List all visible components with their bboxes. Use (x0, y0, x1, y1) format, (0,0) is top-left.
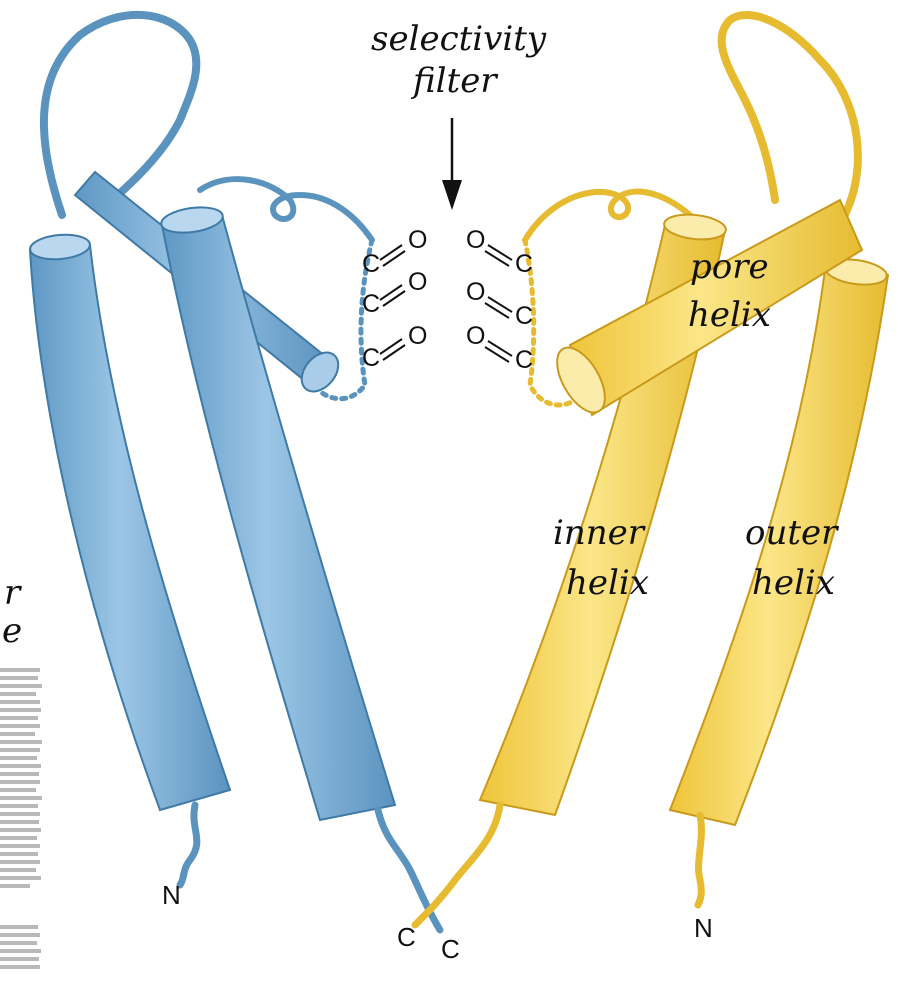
blue-subunit (29, 15, 440, 930)
oxygen-left-3: O (408, 322, 427, 350)
double-bond-left-2 (380, 285, 402, 300)
carbon-right-1: C (515, 250, 533, 278)
label-pore-helix: helix (688, 298, 771, 332)
blue-n-tail (180, 805, 197, 885)
terminus-n-blue: N (162, 880, 181, 911)
cropped-label-r: r (4, 576, 20, 610)
terminus-n-yellow: N (694, 913, 713, 944)
carbon-left-2: C (362, 290, 380, 318)
yellow-top-loop (722, 15, 858, 220)
label-inner: inner (553, 516, 644, 550)
cropped-text-block (0, 668, 42, 969)
oxygen-left-2: O (408, 268, 427, 296)
carbon-left-3: C (362, 344, 380, 372)
double-bond-right-3 (488, 341, 512, 356)
label-selectivity: selectivity (371, 22, 546, 56)
carbon-right-3: C (515, 346, 533, 374)
double-bond-right-1 (488, 245, 512, 260)
terminus-c-blue: C (441, 934, 460, 965)
carbon-left-1: C (362, 250, 380, 278)
oxygen-right-2: O (466, 278, 485, 306)
oxygen-left-1: O (408, 226, 427, 254)
yellow-n-tail (698, 815, 701, 905)
label-filter: filter (413, 64, 497, 98)
yellow-subunit (415, 15, 888, 925)
blue-top-loop (44, 15, 196, 215)
double-bond-left-3 (380, 339, 402, 354)
label-inner-helix: helix (566, 566, 649, 600)
terminus-c-yellow: C (397, 922, 416, 953)
carbonyl-groups: C O C O C O O C O C O C (362, 226, 533, 374)
selectivity-arrow (442, 118, 462, 210)
label-pore: pore (690, 250, 769, 284)
label-outer-helix: helix (752, 566, 835, 600)
carbon-right-2: C (515, 302, 533, 330)
oxygen-right-3: O (466, 322, 485, 350)
double-bond-right-2 (488, 297, 512, 312)
cropped-label-e: e (2, 614, 22, 648)
double-bond-left-1 (380, 245, 402, 260)
oxygen-right-1: O (466, 226, 485, 254)
label-outer: outer (745, 516, 837, 550)
